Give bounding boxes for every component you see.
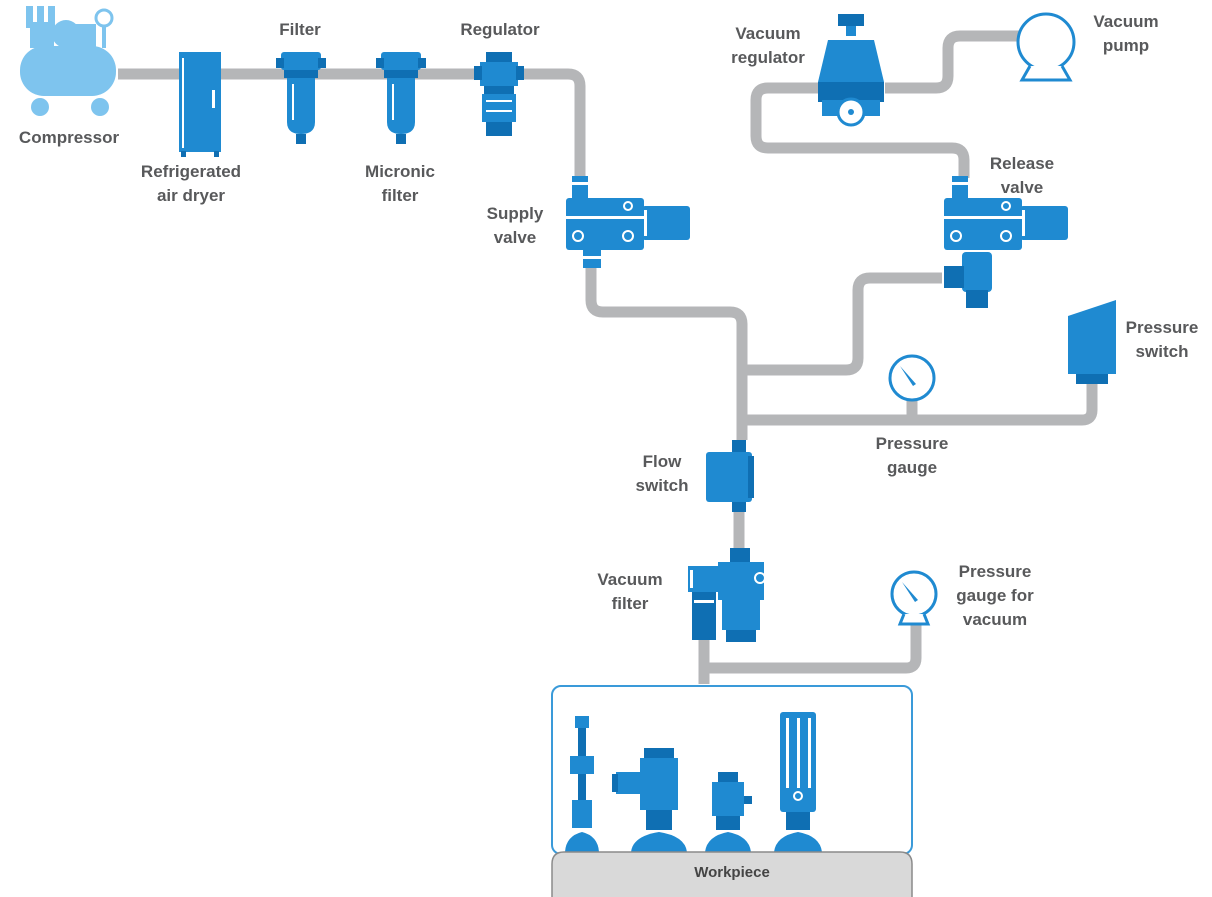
suction-pad-4-icon	[774, 712, 822, 852]
suction-pad-1-icon	[565, 716, 599, 852]
release-valve-label: Release valve	[989, 154, 1055, 197]
vacuum-regulator-icon	[818, 14, 884, 127]
workpiece-label: Workpiece	[694, 864, 770, 881]
vacuum-pressure-gauge-icon	[890, 570, 938, 626]
micronic-filter-icon	[376, 52, 426, 144]
pipe-gauge-switch-branch	[742, 380, 1098, 426]
suction-pad-2-icon	[612, 748, 687, 852]
filter-label: Filter	[279, 20, 321, 39]
dryer-label: Refrigerated air dryer	[140, 162, 242, 205]
regulator-icon	[474, 52, 524, 136]
supply-valve-icon	[566, 176, 690, 268]
pressure-switch-label: Pressure switch	[1125, 318, 1199, 361]
compressor-label: Compressor	[18, 128, 120, 147]
vacuum-pump-icon	[1016, 12, 1076, 82]
dryer-icon	[179, 52, 221, 157]
vacuum-filter-icon	[688, 548, 766, 642]
pipe-vacuum-gauge	[704, 620, 922, 674]
supply-valve-label: Supply valve	[486, 204, 544, 247]
pressure-gauge-icon	[888, 354, 936, 402]
pressure-gauge-label: Pressure gauge	[875, 434, 949, 477]
vacuum-pump-label: Vacuum pump	[1093, 12, 1159, 55]
vacuum-pressure-gauge-label: Pressure gauge for vacuum	[956, 562, 1034, 629]
pipe-supply-to-junction	[585, 260, 748, 440]
vacuum-filter-label: Vacuum filter	[597, 570, 663, 613]
workpiece-block	[551, 851, 913, 897]
pipe-release-branch	[742, 272, 942, 376]
suction-pad-3-icon	[705, 772, 752, 852]
compressor-icon	[20, 6, 116, 116]
pipe-vacuum-reg-pump	[885, 30, 1020, 94]
vacuum-regulator-label: Vacuum regulator	[731, 24, 805, 67]
pipe-vacuum-reg-release	[750, 82, 970, 178]
micronic-filter-label: Micronic filter	[365, 162, 435, 205]
flow-switch-label: Flow switch	[635, 452, 689, 495]
release-valve-icon	[944, 176, 1068, 308]
flow-switch-icon	[706, 440, 754, 512]
pipe-main-supply	[118, 68, 586, 178]
regulator-label: Regulator	[460, 20, 540, 39]
pipes	[118, 30, 1098, 684]
filter-icon	[276, 52, 326, 144]
pressure-switch-icon	[1068, 300, 1116, 384]
